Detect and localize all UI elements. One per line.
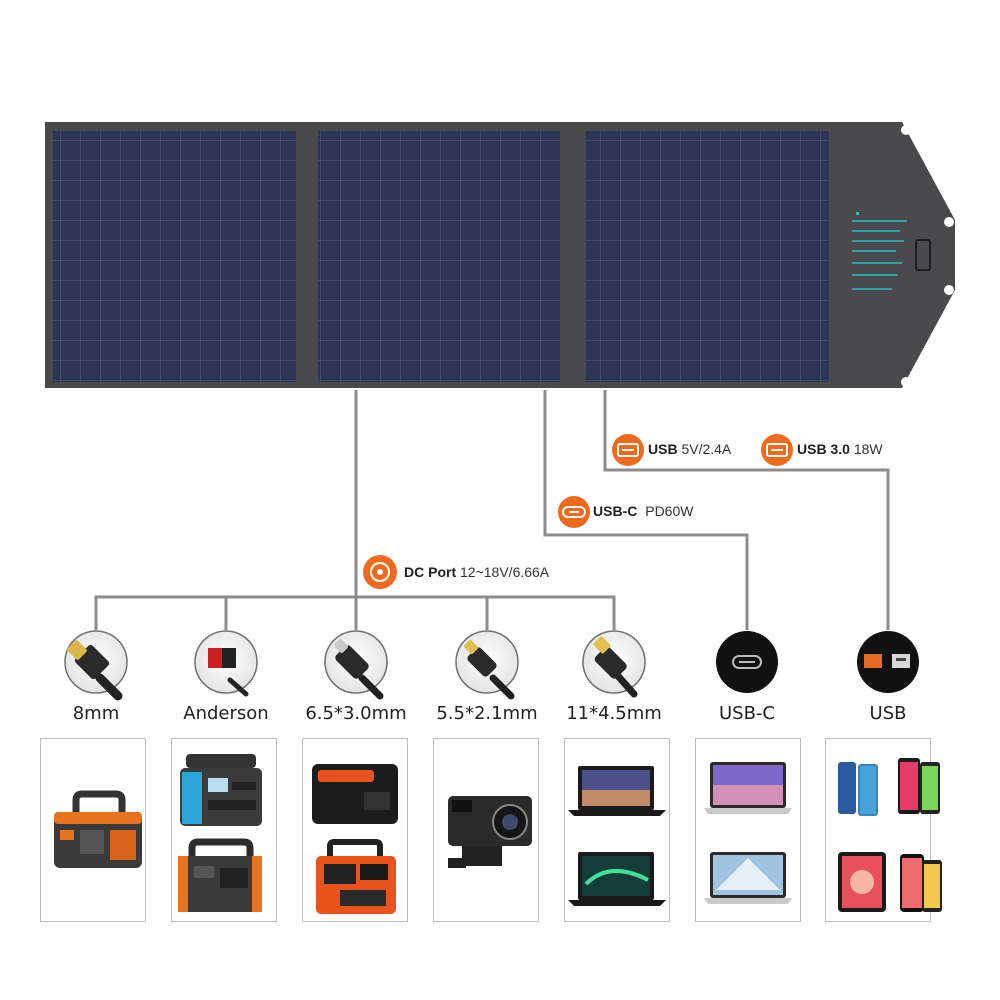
solar-cell-panel-2 bbox=[318, 131, 560, 382]
solar-cell-panel-3 bbox=[586, 131, 829, 382]
phone-icon bbox=[900, 854, 942, 912]
dc-port-name: DC Port bbox=[404, 564, 457, 580]
laptop-icon bbox=[568, 766, 666, 816]
phone-icon bbox=[838, 762, 878, 816]
usb-port-name: USB bbox=[648, 441, 678, 457]
connector-label: 8mm bbox=[72, 703, 120, 724]
usb30-port-name: USB 3.0 bbox=[797, 441, 850, 457]
dc-plug-icon bbox=[455, 630, 519, 700]
usb-c-line bbox=[543, 390, 749, 630]
usb-a-icon bbox=[612, 434, 644, 466]
macbook-icon bbox=[704, 762, 792, 814]
laptop-icon bbox=[568, 852, 666, 906]
portable-power-station-icon bbox=[54, 790, 142, 868]
grommet bbox=[944, 217, 954, 227]
connector-label: 11*4.5mm bbox=[566, 703, 662, 724]
power-station-blue-icon bbox=[180, 754, 262, 826]
anderson-plug-icon bbox=[194, 630, 258, 697]
usb-port-icon bbox=[857, 631, 919, 693]
usb-c-port-spec: PD60W bbox=[645, 503, 694, 519]
connection-lines bbox=[94, 390, 890, 630]
power-bank-icon bbox=[312, 764, 398, 824]
8mm-plug-icon bbox=[64, 630, 128, 701]
power-station-orange-icon bbox=[178, 838, 262, 912]
dc-port-icon bbox=[363, 555, 397, 589]
usb-c-port-label: USB-C PD60W bbox=[593, 503, 693, 519]
usb-a-icon bbox=[761, 434, 793, 466]
controller-label-plate bbox=[852, 212, 931, 290]
dc-plug-icon bbox=[324, 630, 388, 700]
usb30-port-label: USB 3.0 18W bbox=[797, 441, 883, 457]
usb-port-spec: 5V/2.4A bbox=[681, 441, 732, 457]
action-camera-icon bbox=[448, 796, 532, 868]
usb-c-port-name: USB-C bbox=[593, 503, 638, 519]
connector-label: USB-C bbox=[718, 703, 775, 724]
solar-panel bbox=[45, 122, 955, 388]
solar-cell-panel-1 bbox=[53, 131, 296, 382]
dc-plug-icon bbox=[582, 630, 646, 698]
connector-label: Anderson bbox=[183, 703, 269, 724]
power-station-small-icon bbox=[316, 839, 396, 914]
usb-port-label: USB 5V/2.4A bbox=[648, 441, 731, 457]
dc-port-label: DC Port 12~18V/6.66A bbox=[404, 564, 549, 580]
usb-c-port-icon bbox=[716, 631, 778, 693]
tablet-icon bbox=[838, 852, 886, 912]
connector-label: 6.5*3.0mm bbox=[305, 703, 407, 724]
grommet bbox=[944, 285, 954, 295]
phone-icon bbox=[898, 758, 940, 814]
usb-c-icon bbox=[558, 496, 590, 528]
grommet bbox=[901, 125, 911, 135]
grommet bbox=[901, 377, 911, 387]
connector-label: 5.5*2.1mm bbox=[436, 703, 538, 724]
usb30-port-spec: 18W bbox=[853, 441, 883, 457]
dc-port-spec: 12~18V/6.66A bbox=[460, 564, 550, 580]
connector-label: USB bbox=[869, 703, 907, 724]
usb-line bbox=[603, 390, 890, 630]
macbook-icon bbox=[704, 852, 792, 904]
